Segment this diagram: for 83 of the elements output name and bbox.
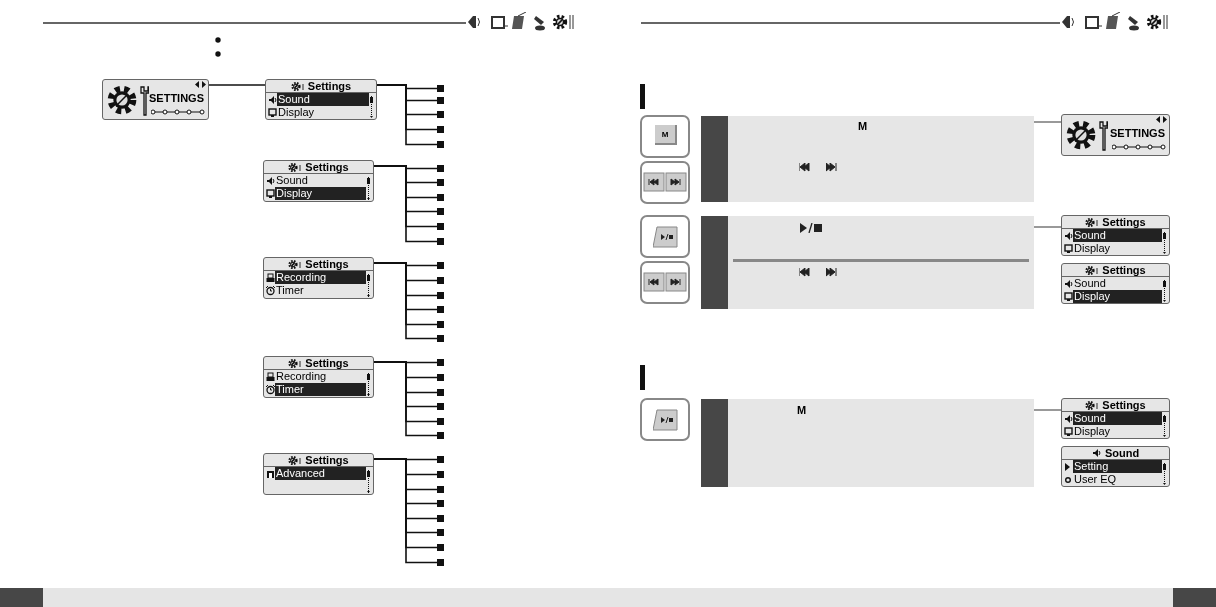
menu-item: Timer xyxy=(275,383,366,396)
menu-item: Sound xyxy=(1073,412,1162,425)
menu-title: Settings xyxy=(1102,399,1146,411)
bullet-square xyxy=(437,194,444,201)
connector-line xyxy=(373,165,438,243)
bullet-square xyxy=(437,559,444,566)
bullet-square xyxy=(437,403,444,410)
bullet-square xyxy=(437,165,444,172)
menu-item: User EQ xyxy=(1073,473,1117,486)
bullet-square xyxy=(437,471,444,478)
lcd-screen xyxy=(263,453,374,495)
bullet-square xyxy=(437,126,444,133)
bullet-square xyxy=(437,359,444,366)
bullet-square xyxy=(437,111,444,118)
screen-title: SETTINGS xyxy=(1110,127,1165,139)
menu-item: Recording xyxy=(275,370,327,383)
lcd-screen xyxy=(263,257,374,299)
bullet-square xyxy=(437,262,444,269)
lcd-screen xyxy=(1061,114,1170,156)
bullet-square xyxy=(437,456,444,463)
menu-title: Settings xyxy=(305,258,349,270)
lcd-screen xyxy=(1061,215,1170,256)
bullet-square xyxy=(437,238,444,245)
bullet-square xyxy=(437,292,444,299)
bullet-square xyxy=(437,277,444,284)
menu-item: Timer xyxy=(275,284,304,297)
connector-line xyxy=(1033,409,1062,411)
menu-item: Advanced xyxy=(275,467,366,480)
key-name: M xyxy=(797,404,807,416)
menu-item: Sound xyxy=(277,93,369,106)
bullet-square xyxy=(437,432,444,439)
m-key: M xyxy=(655,125,677,145)
lcd-screen xyxy=(102,79,209,120)
connector-line xyxy=(1033,121,1062,123)
connector-line xyxy=(373,262,438,340)
connector-line xyxy=(1033,226,1062,228)
menu-item: Setting xyxy=(1073,460,1162,473)
bullet-square xyxy=(437,335,444,342)
instruction-panel xyxy=(701,216,1034,309)
bullet-square xyxy=(437,223,444,230)
menu-title: Settings xyxy=(305,161,349,173)
bullet-square xyxy=(437,208,444,215)
bullet-square xyxy=(437,85,444,92)
bullet-square xyxy=(437,141,444,148)
connector-line xyxy=(373,361,438,437)
menu-item: Display xyxy=(1073,425,1111,438)
connector-line xyxy=(208,84,266,86)
bullet-square xyxy=(437,418,444,425)
bullet-square xyxy=(437,321,444,328)
menu-item: Sound xyxy=(275,174,308,187)
bullet-square xyxy=(437,529,444,536)
bullet-square xyxy=(437,179,444,186)
lcd-screen xyxy=(1061,263,1170,304)
menu-item: Recording xyxy=(275,271,366,284)
bullet-square xyxy=(437,306,444,313)
lcd-screen xyxy=(1061,398,1170,439)
lcd-screen xyxy=(265,79,377,120)
bullet-square xyxy=(437,515,444,522)
menu-title: Settings xyxy=(1102,264,1146,276)
menu-item: Display xyxy=(277,106,315,119)
menu-title: Sound xyxy=(1104,447,1140,459)
bullet-square xyxy=(437,486,444,493)
lcd-screen xyxy=(1061,446,1170,487)
instruction-panel xyxy=(701,116,1034,202)
menu-item: Display xyxy=(275,187,366,200)
bullet-square xyxy=(437,500,444,507)
menu-title: Settings xyxy=(305,454,349,466)
menu-title: Settings xyxy=(1102,216,1146,228)
key-name: M xyxy=(858,120,868,132)
menu-item: Sound xyxy=(1073,229,1162,242)
bullet-square xyxy=(437,389,444,396)
menu-item: Display xyxy=(1073,290,1162,303)
screen-title: SETTINGS xyxy=(149,92,204,104)
menu-item: Display xyxy=(1073,242,1111,255)
instruction-panel xyxy=(701,399,1034,487)
bullet-square xyxy=(437,544,444,551)
menu-title: Settings xyxy=(305,357,349,369)
bullet-square xyxy=(437,374,444,381)
lcd-screen xyxy=(263,160,374,202)
menu-item: Sound xyxy=(1073,277,1106,290)
menu-title: Settings xyxy=(307,80,352,92)
bullet-square xyxy=(437,97,444,104)
lcd-screen xyxy=(263,356,374,398)
